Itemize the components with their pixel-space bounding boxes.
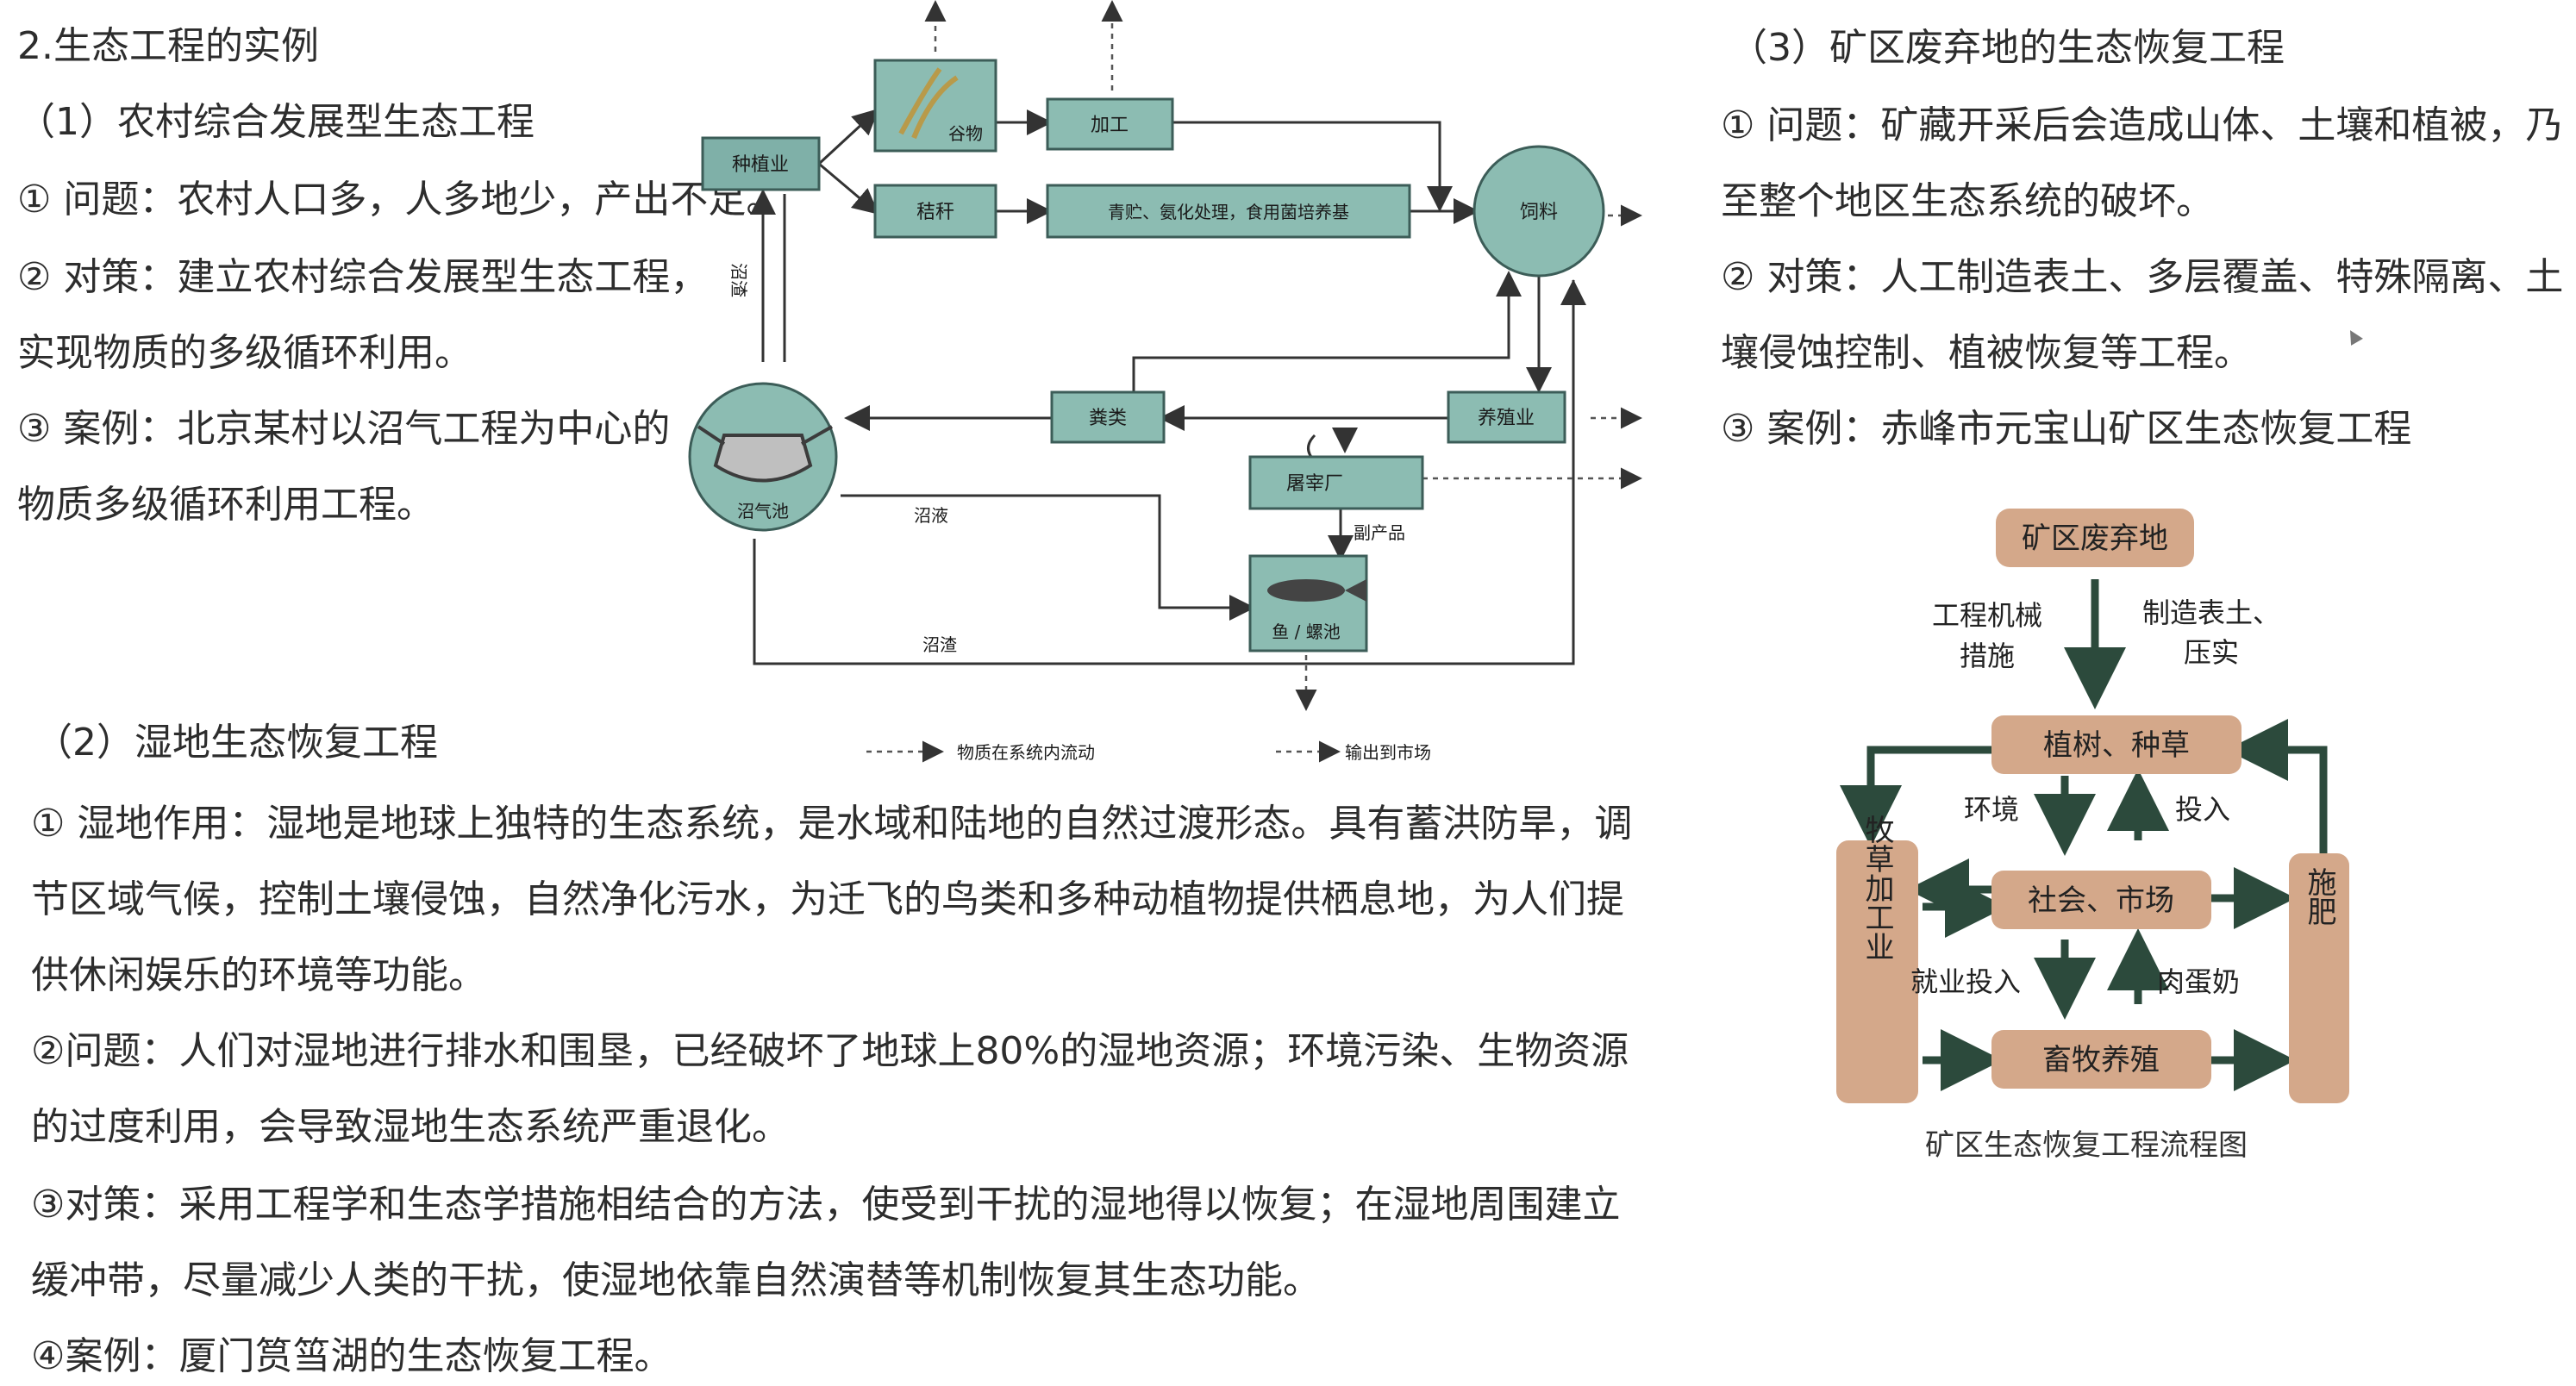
svg-text:种植业: 种植业 — [732, 154, 789, 176]
label-biogas-residue-vertical: 沼渣 — [728, 263, 749, 297]
box-livestock-farming: 畜牧养殖 — [1991, 1030, 2211, 1089]
label-meat-egg-milk: 肉蛋奶 — [2157, 965, 2240, 998]
mine-case: ③ 案例：赤峰市元宝山矿区生态恢复工程 — [1721, 407, 2412, 451]
svg-text:屠宰厂: 屠宰厂 — [1286, 473, 1343, 495]
legend-flow-label: 物质在系统内流动 — [957, 742, 1095, 763]
wetland-role-2: 节区域气候，控制土壤侵蚀，自然净化污水，为迁飞的鸟类和多种动植物提供栖息地，为人… — [31, 877, 1624, 921]
box-process: 加工 — [1046, 97, 1174, 151]
diagram-caption: 矿区生态恢复工程流程图 — [1925, 1128, 2248, 1163]
box-forage-processing: 牧草加工业 — [1836, 815, 1918, 1103]
svg-text:社会、市场: 社会、市场 — [2028, 883, 2174, 918]
svg-text:秸秆: 秸秆 — [916, 202, 954, 223]
box-fish-pond: 鱼 / 螺池 — [1248, 554, 1368, 652]
wetland-case: ④案例：厦门筼筜湖的生态恢复工程。 — [31, 1334, 672, 1378]
wetland-problem-2: 的过度利用，会导致湿地生态系统严重退化。 — [31, 1105, 790, 1149]
biogas-pool-icon — [697, 425, 833, 483]
svg-text:养殖业: 养殖业 — [1478, 408, 1535, 429]
box-manure: 粪类 — [1050, 390, 1166, 444]
label-biogas-liquid: 沼液 — [914, 505, 948, 526]
svg-text:牧草加工业: 牧草加工业 — [1860, 815, 1894, 961]
box-grain: 谷物 — [873, 59, 997, 153]
mine-restoration-diagram: 矿区废弃地 工程机械 措施 制造表土、 压实 植树、种草 环境 投入 社会、市场… — [1836, 509, 2349, 1163]
rural-strategy-2: 实现物质的多级循环利用。 — [17, 331, 472, 375]
svg-text:矿区废弃地: 矿区废弃地 — [2022, 521, 2168, 556]
section-title: 2.生态工程的实例 — [17, 24, 319, 68]
box-fertilize: 施肥 — [2289, 853, 2349, 1103]
box-silage: 青贮、氨化处理，食用菌培养基 — [1046, 184, 1411, 239]
wetland-strategy-1: ③对策：采用工程学和生态学措施相结合的方法，使受到干扰的湿地得以恢复；在湿地周围… — [31, 1183, 1621, 1227]
box-plant-trees-grass: 植树、种草 — [1991, 715, 2241, 774]
label-byproduct: 副产品 — [1354, 522, 1405, 543]
wetland-role-3: 供休闲娱乐的环境等功能。 — [31, 953, 486, 997]
mouse-cursor-icon — [2344, 327, 2363, 346]
svg-text:粪类: 粪类 — [1089, 408, 1127, 429]
mine-strategy-2: 壤侵蚀控制、植被恢复等工程。 — [1721, 331, 2252, 375]
label-input: 投入 — [2175, 793, 2230, 826]
wetland-strategy-2: 缓冲带，尽量减少人类的干扰，使湿地依靠自然演替等机制恢复其生态功能。 — [31, 1258, 1321, 1302]
box-straw: 秸秆 — [873, 184, 997, 239]
circle-biogas-pool: 沼气池 — [688, 382, 838, 532]
mine-problem-2: 至整个地区生态系统的破坏。 — [1721, 179, 2214, 223]
label-measures: 措施 — [1960, 640, 2015, 672]
svg-text:施肥: 施肥 — [2302, 867, 2336, 926]
svg-text:加工: 加工 — [1091, 115, 1129, 136]
label-environment: 环境 — [1964, 793, 2019, 826]
subsection-wetland-title: （2）湿地生态恢复工程 — [34, 721, 438, 765]
box-slaughterhouse: 屠宰厂 — [1248, 455, 1424, 510]
svg-text:沼气池: 沼气池 — [737, 501, 789, 521]
box-livestock: 养殖业 — [1447, 390, 1566, 444]
label-make-topsoil: 制造表土、 — [2142, 596, 2280, 629]
mine-strategy-1: ② 对策：人工制造表土、多层覆盖、特殊隔离、土 — [1721, 255, 2564, 299]
rural-case-2: 物质多级循环利用工程。 — [17, 483, 435, 527]
wetland-role-1: ① 湿地作用：湿地是地球上独特的生态系统，是水域和陆地的自然过渡形态。具有蓄洪防… — [31, 802, 1633, 846]
label-compact: 压实 — [2184, 636, 2239, 669]
box-mine-wasteland: 矿区废弃地 — [1996, 509, 2194, 567]
svg-text:青贮、氨化处理，食用菌培养基: 青贮、氨化处理，食用菌培养基 — [1108, 202, 1349, 222]
svg-text:谷物: 谷物 — [948, 123, 983, 144]
mine-problem-1: ① 问题：矿藏开采后会造成山体、土壤和植被，乃 — [1721, 103, 2564, 147]
fish-icon — [1267, 579, 1345, 602]
grain-icon — [898, 67, 959, 140]
svg-text:植树、种草: 植树、种草 — [2043, 728, 2190, 763]
legend-market-label: 输出到市场 — [1345, 742, 1431, 763]
rural-problem: ① 问题：农村人口多，人多地少，产出不足。 — [17, 178, 785, 222]
wetland-problem-1: ②问题：人们对湿地进行排水和围垦，已经破坏了地球上80%的湿地资源；环境污染、生… — [31, 1029, 1629, 1073]
label-employment-input: 就业投入 — [1910, 965, 2021, 998]
label-biogas-residue-horizontal: 沼渣 — [922, 634, 957, 655]
svg-text:畜牧养殖: 畜牧养殖 — [2042, 1043, 2160, 1077]
box-society-market: 社会、市场 — [1991, 871, 2211, 929]
rural-case-1: ③ 案例：北京某村以沼气工程为中心的 — [17, 407, 671, 451]
subsection-mine-title: （3）矿区废弃地的生态恢复工程 — [1729, 26, 2285, 70]
label-engineering-machinery: 工程机械 — [1932, 599, 2042, 632]
svg-text:鱼 / 螺池: 鱼 / 螺池 — [1272, 621, 1340, 642]
circle-feed: 饲料 — [1472, 145, 1605, 278]
svg-text:饲料: 饲料 — [1520, 202, 1558, 223]
rural-strategy-1: ② 对策：建立农村综合发展型生态工程， — [17, 255, 709, 299]
box-crop: 种植业 — [701, 136, 821, 191]
rural-ecology-diagram: 种植业 谷物 加工 秸秆 青贮、氨化处理，食用菌培养基 饲料 沼渣 沼气池 粪类… — [688, 0, 1642, 763]
subsection-rural-title: （1）农村综合发展型生态工程 — [17, 100, 535, 144]
